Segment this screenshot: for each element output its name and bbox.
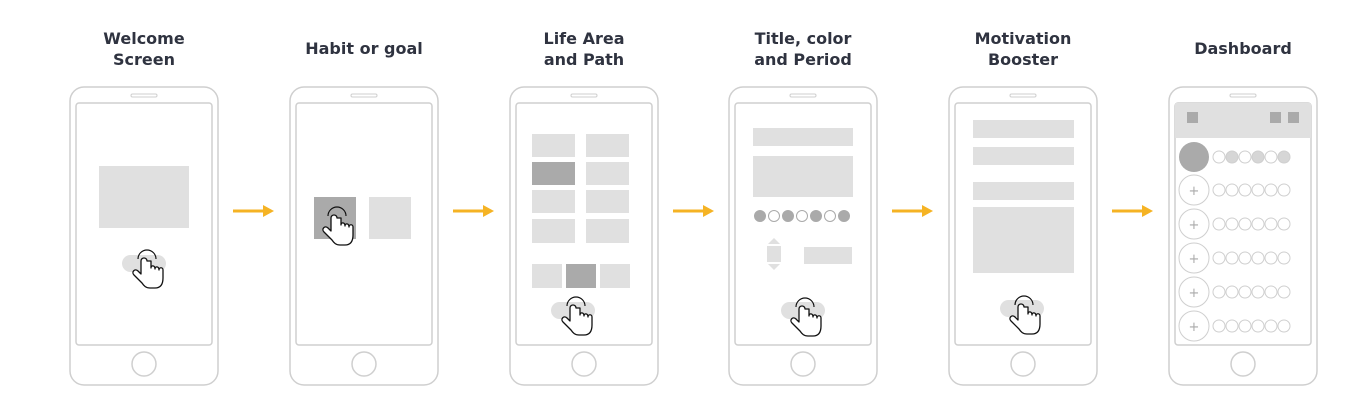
image-placeholder: [99, 166, 189, 228]
plus-icon: +: [1189, 218, 1200, 233]
dashboard-header: [1175, 103, 1311, 138]
right-arrow-icon: [233, 205, 274, 217]
phone-mockup: [728, 86, 878, 386]
path-options: [532, 264, 630, 288]
right-arrow-icon: [892, 205, 933, 217]
plus-icon: +: [1189, 286, 1200, 301]
booster-field: [973, 182, 1074, 200]
hand-pointer-icon: [790, 297, 822, 337]
description-field: [753, 156, 853, 197]
booster-field: [973, 147, 1074, 165]
hand-pointer-icon: [561, 296, 593, 336]
habit-row: +: [1178, 242, 1291, 274]
right-arrow-icon: [673, 205, 714, 217]
habit-row: +: [1178, 310, 1291, 342]
phone-mockup: [509, 86, 659, 386]
right-arrow-icon: [453, 205, 494, 217]
habit-row: +: [1178, 174, 1291, 206]
phone-mockup: [948, 86, 1098, 386]
habit-row: +: [1178, 208, 1291, 240]
phone-mockup: [289, 86, 439, 386]
step-title: Dashboard: [1194, 39, 1292, 58]
title-field: [753, 128, 853, 146]
habit-row: +: [1178, 276, 1291, 308]
plus-icon: +: [1189, 252, 1200, 267]
step-title: Welcome Screen: [103, 29, 185, 69]
hand-pointer-icon: [1009, 295, 1041, 335]
booster-field: [973, 120, 1074, 138]
habit-row: [1179, 142, 1291, 172]
plus-icon: +: [1189, 184, 1200, 199]
plus-icon: +: [1189, 320, 1200, 335]
phone-mockup: [69, 86, 219, 386]
goal-option: [369, 197, 411, 239]
hand-pointer-icon: [322, 206, 354, 246]
hand-pointer-icon: [132, 249, 164, 289]
step-title: Life Area and Path: [543, 29, 625, 69]
period-stepper: [767, 238, 781, 270]
life-area-grid: [532, 134, 629, 243]
period-field: [804, 247, 852, 264]
phone-mockup: + + +: [1168, 86, 1318, 386]
step-title: Motivation Booster: [974, 29, 1072, 69]
booster-text-area: [973, 207, 1074, 273]
right-arrow-icon: [1112, 205, 1153, 217]
step-title: Title, color and Period: [754, 29, 852, 69]
step-title: Habit or goal: [305, 39, 423, 58]
color-picker: [754, 210, 850, 222]
